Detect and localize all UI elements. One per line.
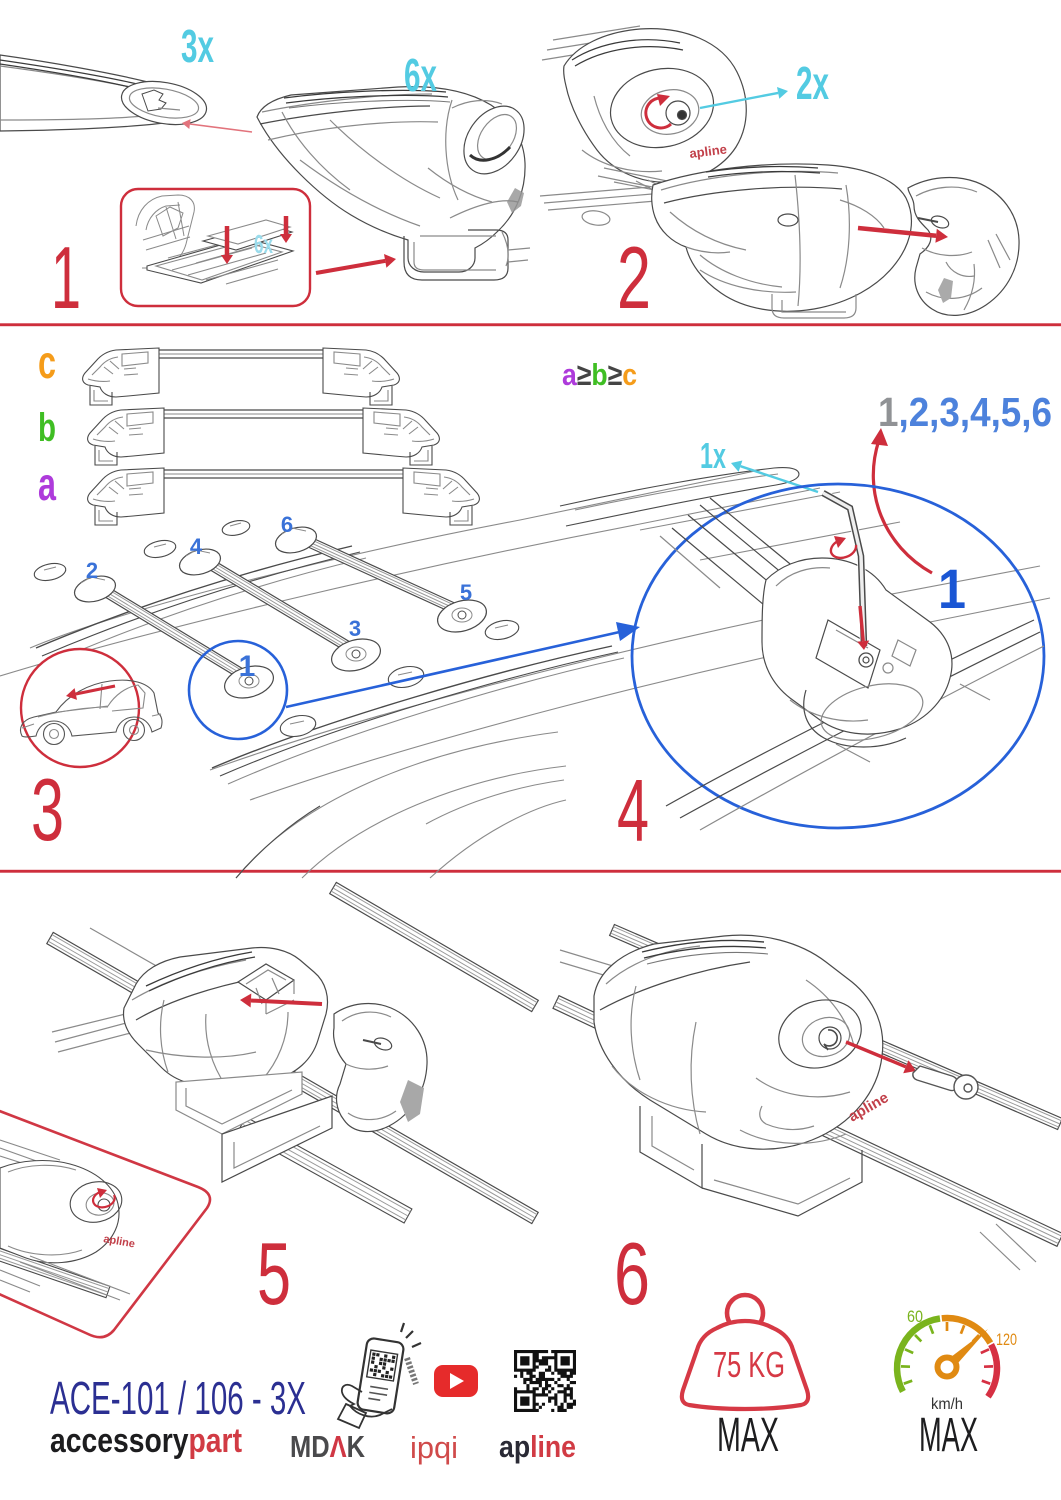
svg-text:1: 1: [239, 650, 256, 683]
svg-text:a: a: [38, 458, 56, 510]
svg-text:3: 3: [349, 616, 361, 641]
svg-text:accessorypart: accessorypart: [50, 1422, 242, 1460]
svg-text:75 KG: 75 KG: [713, 1344, 785, 1385]
svg-text:c: c: [38, 336, 56, 388]
svg-text:apline: apline: [689, 142, 728, 161]
svg-text:6: 6: [281, 512, 293, 537]
svg-text:2x: 2x: [796, 57, 829, 109]
svg-text:km/h: km/h: [931, 1396, 963, 1413]
svg-text:b: b: [38, 406, 56, 450]
svg-text:apline: apline: [102, 1233, 135, 1250]
svg-text:MDΛK: MDΛK: [290, 1429, 366, 1464]
svg-text:60: 60: [907, 1307, 923, 1326]
svg-text:120: 120: [996, 1330, 1017, 1349]
svg-text:5: 5: [257, 1224, 291, 1323]
svg-text:1,2,3,4,5,6: 1,2,3,4,5,6: [878, 389, 1052, 435]
svg-text:5: 5: [460, 580, 472, 605]
svg-text:apline: apline: [499, 1429, 576, 1464]
svg-text:ACE-101 / 106 - 3X: ACE-101 / 106 - 3X: [50, 1372, 306, 1424]
svg-text:4: 4: [190, 534, 203, 559]
svg-text:MAX: MAX: [919, 1409, 978, 1462]
svg-text:6: 6: [614, 1224, 650, 1323]
svg-text:1: 1: [938, 557, 966, 620]
svg-text:6x: 6x: [254, 229, 273, 259]
svg-text:a≥b≥c: a≥b≥c: [562, 357, 637, 392]
svg-text:3: 3: [31, 760, 64, 859]
svg-text:MAX: MAX: [717, 1409, 779, 1462]
svg-text:2: 2: [86, 558, 98, 583]
svg-text:4: 4: [617, 761, 649, 860]
svg-text:2: 2: [617, 228, 651, 327]
svg-text:ipqi: ipqi: [410, 1430, 458, 1465]
svg-text:1x: 1x: [700, 435, 726, 476]
svg-text:6x: 6x: [404, 49, 437, 101]
svg-text:3x: 3x: [181, 20, 214, 72]
svg-text:1: 1: [51, 228, 81, 327]
